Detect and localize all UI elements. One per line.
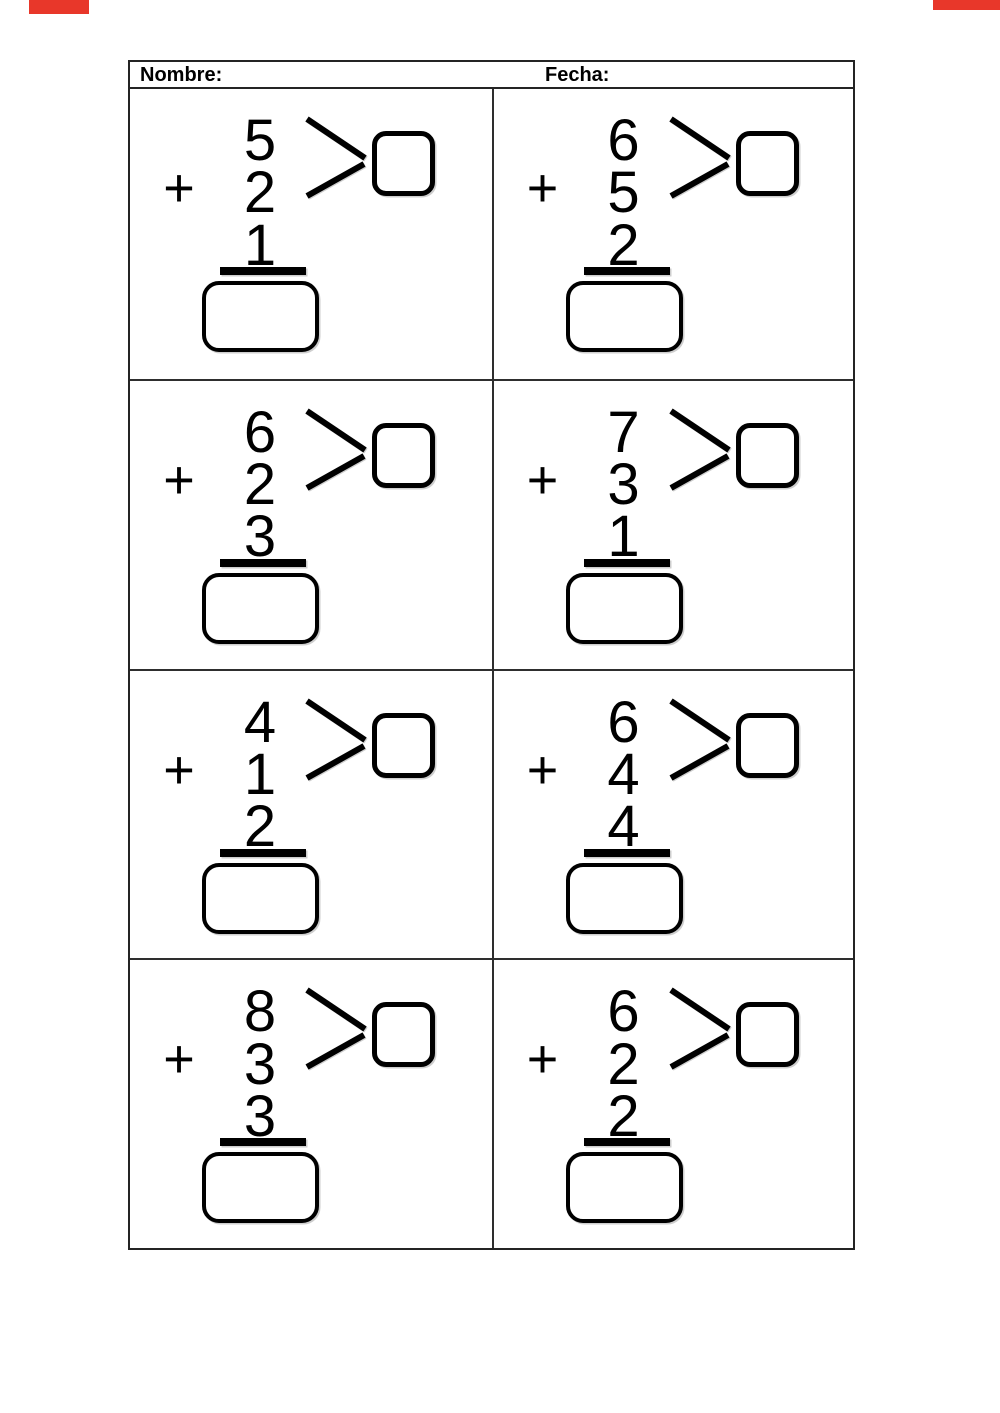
header-row: Nombre: Fecha: bbox=[130, 62, 853, 89]
addend3-value: 1 bbox=[607, 504, 640, 570]
converging-lines-icon bbox=[305, 987, 367, 1070]
addend3-value: 4 bbox=[607, 794, 640, 860]
problem-cell-6: + 6 4 4 bbox=[491, 668, 853, 959]
addend3-value: 2 bbox=[607, 212, 640, 278]
problem-cell-1: + 5 2 1 bbox=[130, 89, 492, 379]
partial-sum-input-box[interactable] bbox=[735, 422, 799, 488]
addend1-value: 7 bbox=[607, 399, 640, 465]
addend2-value: 2 bbox=[607, 1031, 640, 1097]
addend1-value: 4 bbox=[243, 689, 277, 755]
sum-line bbox=[220, 267, 306, 275]
red-scan-artifact-left bbox=[29, 0, 89, 14]
converging-lines-icon bbox=[305, 698, 367, 781]
worksheet-table: Nombre: Fecha: + 5 2 1 + 6 5 2 bbox=[128, 60, 855, 1250]
partial-sum-input-box[interactable] bbox=[372, 131, 435, 196]
converging-lines-icon bbox=[668, 987, 731, 1070]
addend2-value: 1 bbox=[243, 741, 277, 807]
answer-input-box[interactable] bbox=[565, 1152, 683, 1224]
addend2-value: 5 bbox=[607, 160, 640, 226]
addend2-value: 4 bbox=[607, 741, 640, 807]
plus-sign: + bbox=[526, 158, 559, 218]
converging-lines-icon bbox=[305, 116, 367, 199]
date-label: Fecha: bbox=[545, 63, 610, 86]
addend1-value: 5 bbox=[243, 108, 277, 173]
addend1-value: 6 bbox=[607, 979, 640, 1045]
converging-lines-icon bbox=[668, 116, 731, 199]
converging-lines-icon bbox=[305, 408, 367, 491]
partial-sum-input-box[interactable] bbox=[372, 422, 435, 488]
addend3-value: 2 bbox=[607, 1083, 640, 1149]
problem-cell-3: + 6 2 3 bbox=[130, 378, 492, 669]
addend3-value: 3 bbox=[243, 1083, 277, 1149]
answer-input-box[interactable] bbox=[202, 862, 319, 934]
date-write-area[interactable] bbox=[620, 62, 850, 87]
sum-line bbox=[220, 558, 306, 567]
problem-cell-7: + 8 3 3 bbox=[130, 958, 492, 1248]
plus-sign: + bbox=[526, 1029, 559, 1090]
addend2-value: 2 bbox=[243, 452, 277, 518]
partial-sum-input-box[interactable] bbox=[372, 1002, 435, 1068]
addend-column: 4 1 2 bbox=[220, 689, 300, 860]
sum-line bbox=[220, 848, 306, 857]
plus-sign: + bbox=[163, 158, 195, 218]
addend1-value: 6 bbox=[607, 689, 640, 755]
addend1-value: 8 bbox=[243, 979, 277, 1045]
addend3-value: 2 bbox=[243, 794, 277, 860]
addend-column: 6 4 4 bbox=[584, 689, 664, 860]
addend3-value: 1 bbox=[243, 212, 277, 278]
problem-cell-2: + 6 5 2 bbox=[491, 89, 854, 379]
plus-sign: + bbox=[163, 449, 195, 510]
red-scan-artifact-right bbox=[933, 0, 1000, 10]
sum-line bbox=[583, 848, 670, 857]
problem-cell-4: + 7 3 1 bbox=[491, 378, 853, 669]
addend-column: 7 3 1 bbox=[584, 399, 664, 570]
addend-column: 5 2 1 bbox=[220, 108, 300, 278]
plus-sign: + bbox=[163, 1029, 195, 1090]
answer-input-box[interactable] bbox=[565, 862, 683, 934]
partial-sum-input-box[interactable] bbox=[735, 712, 799, 778]
answer-input-box[interactable] bbox=[202, 572, 319, 644]
partial-sum-input-box[interactable] bbox=[735, 1002, 799, 1068]
problem-cell-8: + 6 2 2 bbox=[491, 958, 853, 1248]
addend2-value: 3 bbox=[243, 1031, 277, 1097]
converging-lines-icon bbox=[668, 698, 731, 781]
sum-line bbox=[583, 267, 670, 275]
addend1-value: 6 bbox=[607, 108, 640, 173]
plus-sign: + bbox=[526, 739, 559, 800]
addend-column: 8 3 3 bbox=[220, 979, 300, 1149]
answer-input-box[interactable] bbox=[202, 1152, 319, 1224]
addend-column: 6 2 3 bbox=[220, 399, 300, 570]
addend-column: 6 5 2 bbox=[584, 108, 664, 278]
addend3-value: 3 bbox=[243, 504, 277, 570]
addend2-value: 3 bbox=[607, 452, 640, 518]
plus-sign: + bbox=[163, 739, 195, 800]
addend-column: 6 2 2 bbox=[584, 979, 664, 1149]
answer-input-box[interactable] bbox=[202, 281, 319, 352]
problem-cell-5: + 4 1 2 bbox=[130, 668, 492, 959]
sum-line bbox=[583, 1138, 670, 1147]
addend2-value: 2 bbox=[243, 160, 277, 226]
converging-lines-icon bbox=[668, 408, 731, 491]
name-label: Nombre: bbox=[140, 63, 223, 86]
answer-input-box[interactable] bbox=[565, 281, 683, 352]
sum-line bbox=[583, 558, 670, 567]
partial-sum-input-box[interactable] bbox=[735, 131, 799, 196]
sum-line bbox=[220, 1138, 306, 1147]
name-write-area[interactable] bbox=[235, 62, 535, 87]
answer-input-box[interactable] bbox=[565, 572, 683, 644]
partial-sum-input-box[interactable] bbox=[372, 712, 435, 778]
plus-sign: + bbox=[526, 449, 559, 510]
addend1-value: 6 bbox=[243, 399, 277, 465]
